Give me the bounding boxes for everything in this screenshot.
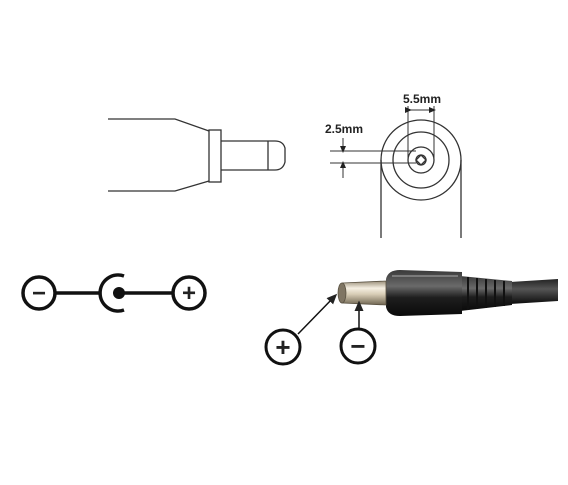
plug-end-view xyxy=(380,119,462,238)
callout-pointers xyxy=(297,293,364,335)
outer-diameter-label: 5.5mm xyxy=(403,92,441,106)
negative-terminal-icon: − xyxy=(21,275,57,311)
negative-sign: − xyxy=(32,280,46,307)
sleeve-negative-sign: − xyxy=(350,331,365,361)
positive-terminal-icon: + xyxy=(171,275,207,311)
inner-diameter-dimension xyxy=(330,138,416,178)
dc-plug-photo xyxy=(337,270,558,316)
sleeve-negative-callout: − xyxy=(339,327,377,365)
center-pin-icon xyxy=(98,273,125,313)
tip-positive-sign: + xyxy=(275,332,290,362)
inner-diameter-label: 2.5mm xyxy=(325,122,363,136)
plug-side-outline xyxy=(108,118,286,192)
tip-positive-callout: + xyxy=(264,328,302,366)
positive-sign: + xyxy=(182,280,196,307)
polarity-symbol: − + xyxy=(21,273,207,313)
